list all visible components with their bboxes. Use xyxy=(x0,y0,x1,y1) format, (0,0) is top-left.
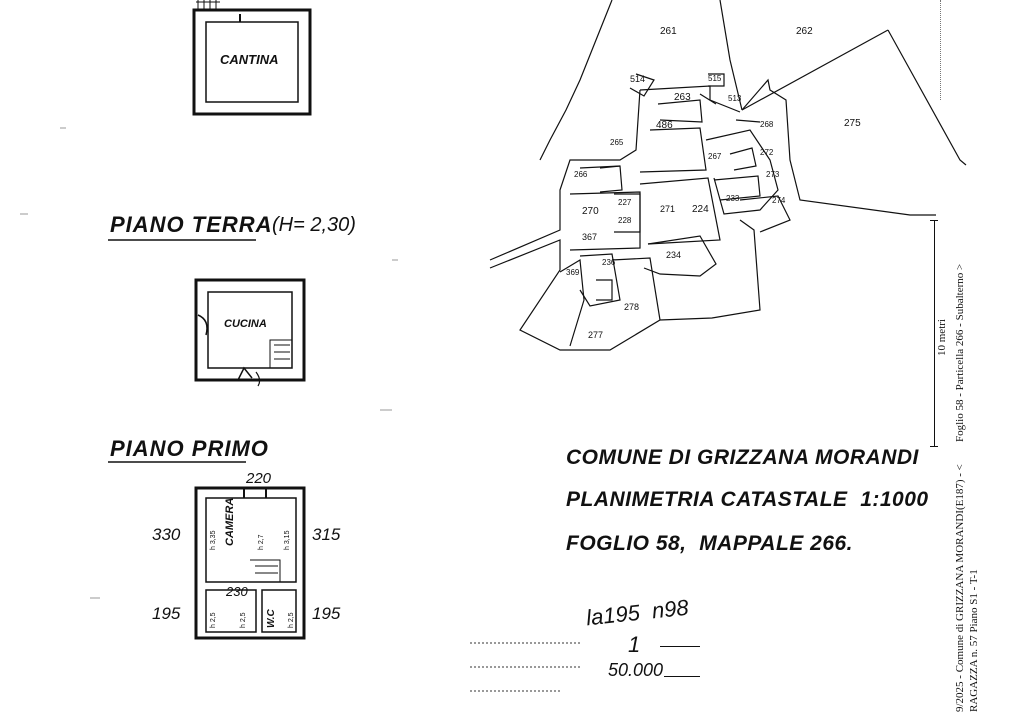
parcel-367: 367 xyxy=(582,232,598,242)
parcel-278: 278 xyxy=(624,302,640,312)
scale-bar-tick-bottom xyxy=(930,446,938,447)
parcel-234: 234 xyxy=(666,250,682,260)
parcel-273: 273 xyxy=(766,170,780,179)
stamp-line-2 xyxy=(470,656,580,668)
dim-right-top: 315 xyxy=(312,525,341,544)
parcel-233: 233 xyxy=(726,194,740,203)
parcel-513: 513 xyxy=(728,94,742,103)
parcel-275: 275 xyxy=(844,118,861,129)
parcel-265: 265 xyxy=(610,138,624,147)
side-text-line-3: RAGAZZA n. 57 Piano S1 - T-1 xyxy=(968,569,980,712)
parcel-262: 262 xyxy=(796,26,813,37)
piano-terra-height: (H= 2,30) xyxy=(272,214,356,236)
parcel-486: 486 xyxy=(656,120,673,131)
dim-top: 220 xyxy=(246,470,272,487)
cucina-plan xyxy=(194,278,306,387)
dim-left-bottom: 195 xyxy=(152,604,181,623)
parcel-267: 267 xyxy=(708,152,722,161)
cantina-plan xyxy=(192,0,312,116)
cucina-label: CUCINA xyxy=(224,318,267,330)
stamp-dash-2 xyxy=(664,676,700,677)
piano-terra-heading: PIANO TERRA xyxy=(110,212,273,237)
parcel-271: 271 xyxy=(660,204,676,214)
stamp-line-3 xyxy=(470,680,560,692)
parcel-274: 274 xyxy=(772,196,786,205)
parcel-268: 268 xyxy=(760,120,774,129)
parcel-369: 369 xyxy=(566,268,580,277)
stamp-handwritten-one: 1 xyxy=(628,632,641,657)
parcel-236: 236 xyxy=(602,258,616,267)
parcel-270: 270 xyxy=(582,206,599,217)
title-line-1: COMUNE DI GRIZZANA MORANDI xyxy=(566,446,919,469)
scale-bar xyxy=(934,220,935,446)
side-text-line-1: Foglio 58 - Particella 266 - Subalterno … xyxy=(954,263,966,442)
dim-right-bottom: 195 xyxy=(312,604,341,623)
parcel-515: 515 xyxy=(708,74,722,83)
parcel-227: 227 xyxy=(618,198,632,207)
scale-label: 10 metri xyxy=(936,319,948,356)
piano-primo-heading: PIANO PRIMO xyxy=(110,436,269,461)
cantina-label: CANTINA xyxy=(220,52,279,67)
parcel-224: 224 xyxy=(692,204,709,215)
title-line-3: FOGLIO 58, MAPPALE 266. xyxy=(566,532,854,555)
parcel-514: 514 xyxy=(630,74,646,84)
margin-dotted-line xyxy=(940,0,941,100)
parcel-272: 272 xyxy=(760,148,774,157)
parcel-228: 228 xyxy=(618,216,632,225)
stamp-dash xyxy=(660,646,700,647)
stamp-handwritten-amount: 50.000 xyxy=(608,660,664,680)
parcel-266: 266 xyxy=(574,170,588,179)
parcel-263: 263 xyxy=(674,92,691,103)
parcel-261: 261 xyxy=(660,26,677,37)
piano-primo-plan xyxy=(194,486,306,640)
side-text-line-2: 9/2025 - Comune di GRIZZANA MORANDI(E187… xyxy=(954,464,966,712)
title-line-2: PLANIMETRIA CATASTALE 1:1000 xyxy=(566,488,929,511)
parcel-277: 277 xyxy=(588,330,604,340)
dim-left-top: 330 xyxy=(152,525,181,544)
dim-mid: 230 xyxy=(226,584,248,599)
stamp-line-1 xyxy=(470,632,580,644)
scale-bar-tick-top xyxy=(930,220,938,221)
